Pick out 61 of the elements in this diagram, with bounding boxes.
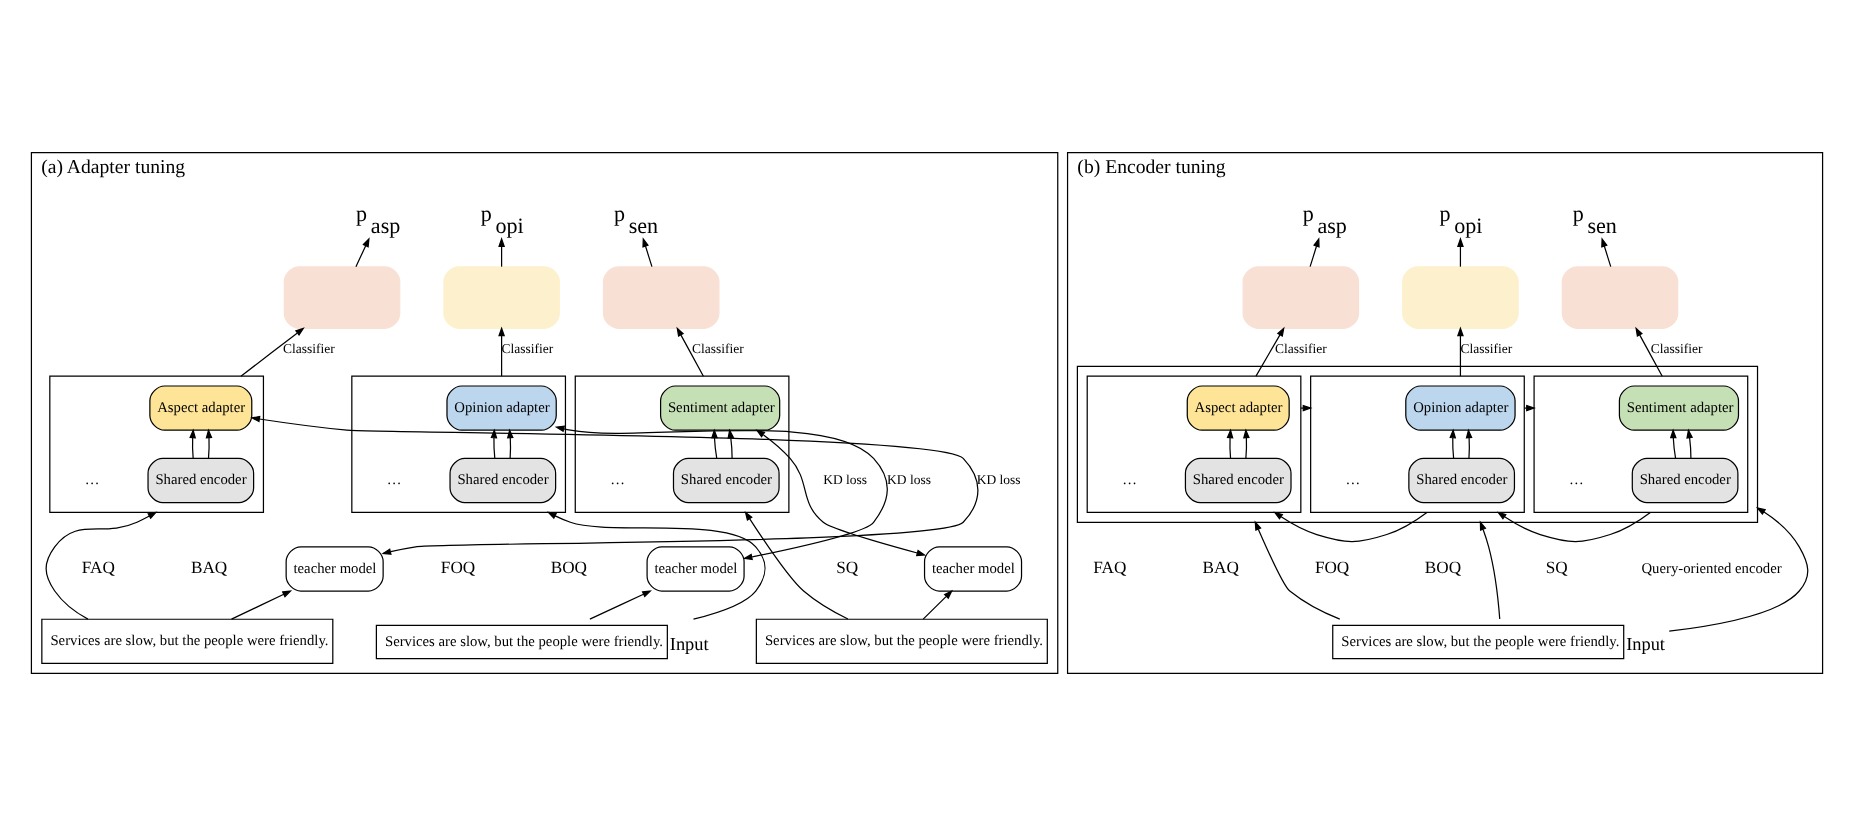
label: FOQ	[1314, 556, 1350, 577]
arrow	[240, 326, 305, 376]
node-box	[1242, 265, 1360, 328]
arrow	[1309, 236, 1320, 267]
arrow	[1300, 403, 1313, 411]
arrow	[1254, 519, 1341, 619]
arrow	[1457, 325, 1464, 376]
cluster	[574, 374, 790, 513]
node-box	[1402, 265, 1519, 328]
arrow	[1496, 510, 1651, 542]
arrow	[1686, 427, 1694, 458]
arrow	[1668, 506, 1809, 631]
arrow	[1273, 510, 1428, 542]
node-label: Input	[669, 632, 709, 653]
label: SQ	[836, 556, 859, 577]
arrow	[744, 509, 849, 619]
arrow	[506, 427, 514, 458]
arrow	[1457, 236, 1464, 267]
arrow	[1465, 427, 1473, 458]
arrow	[1601, 236, 1612, 267]
label: FOQ	[440, 556, 476, 577]
node-box	[602, 265, 720, 328]
arrow	[755, 428, 927, 556]
arrow	[498, 236, 506, 267]
cluster	[1310, 374, 1525, 513]
cluster	[1533, 374, 1749, 513]
label: SQ	[1545, 556, 1568, 577]
arrow	[1523, 403, 1536, 411]
arrow	[490, 427, 498, 458]
arrow	[1669, 427, 1677, 458]
arrow	[1479, 519, 1501, 619]
label: FAQ	[1093, 556, 1127, 577]
node-box	[443, 265, 560, 328]
label: BAQ	[191, 556, 228, 577]
arrow	[1242, 427, 1250, 458]
arrow	[498, 325, 506, 376]
label: FAQ	[81, 556, 115, 577]
label: BOQ	[1424, 556, 1462, 577]
arrow	[554, 424, 888, 560]
arrow	[1255, 325, 1285, 376]
arrow	[711, 427, 718, 458]
arrow	[230, 589, 293, 619]
arrow	[189, 427, 197, 458]
arrow	[676, 325, 704, 376]
arrow	[642, 236, 653, 267]
label: BAQ	[1202, 556, 1239, 577]
arrow	[355, 236, 370, 267]
node-box	[1561, 265, 1679, 328]
arrow	[1635, 325, 1663, 376]
arrow	[727, 427, 735, 458]
arrow	[1449, 427, 1457, 458]
arrow	[546, 510, 766, 619]
arrow	[250, 414, 979, 554]
node-label: Input	[1626, 632, 1665, 653]
arrow	[589, 589, 652, 619]
arrow	[922, 588, 953, 619]
node-box	[283, 265, 401, 328]
label: BOQ	[550, 556, 587, 577]
arrow	[205, 427, 213, 458]
arrow	[45, 510, 158, 619]
arrow	[1226, 427, 1234, 458]
